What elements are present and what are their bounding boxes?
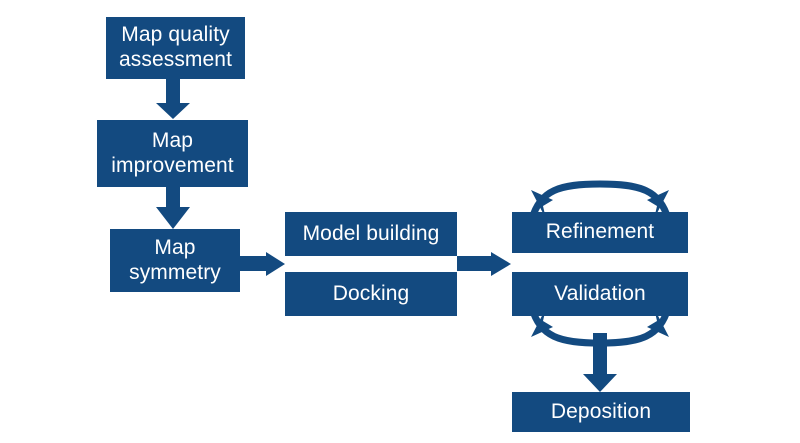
- node-map-improvement[interactable]: Map improvement: [97, 120, 248, 187]
- node-label-refinement: Refinement: [545, 220, 655, 244]
- arrow-cycle-to-deposition: [583, 333, 617, 392]
- node-deposition[interactable]: Deposition: [512, 392, 690, 432]
- node-label-map-improvement: Map improvement: [111, 128, 234, 177]
- arrow-improvement-to-symmetry: [156, 187, 190, 229]
- node-map-symmetry[interactable]: Map symmetry: [110, 229, 240, 292]
- node-label-deposition: Deposition: [550, 399, 652, 423]
- node-refinement[interactable]: Refinement: [512, 212, 688, 253]
- node-label-docking: Docking: [332, 281, 410, 305]
- node-map-quality-assessment[interactable]: Map quality assessment: [106, 17, 245, 79]
- node-validation[interactable]: Validation: [512, 272, 688, 316]
- node-model-building[interactable]: Model building: [285, 212, 457, 256]
- node-label-map-symmetry: Map symmetry: [129, 235, 221, 284]
- arrow-symmetry-to-building: [240, 252, 285, 276]
- node-label-model-building: Model building: [302, 221, 440, 245]
- node-label-map-quality-assessment: Map quality assessment: [118, 23, 233, 71]
- arrow-building-to-refinement: [457, 252, 511, 276]
- node-label-validation: Validation: [554, 281, 646, 305]
- arrow-quality-to-improvement: [156, 79, 190, 119]
- node-docking[interactable]: Docking: [285, 272, 457, 316]
